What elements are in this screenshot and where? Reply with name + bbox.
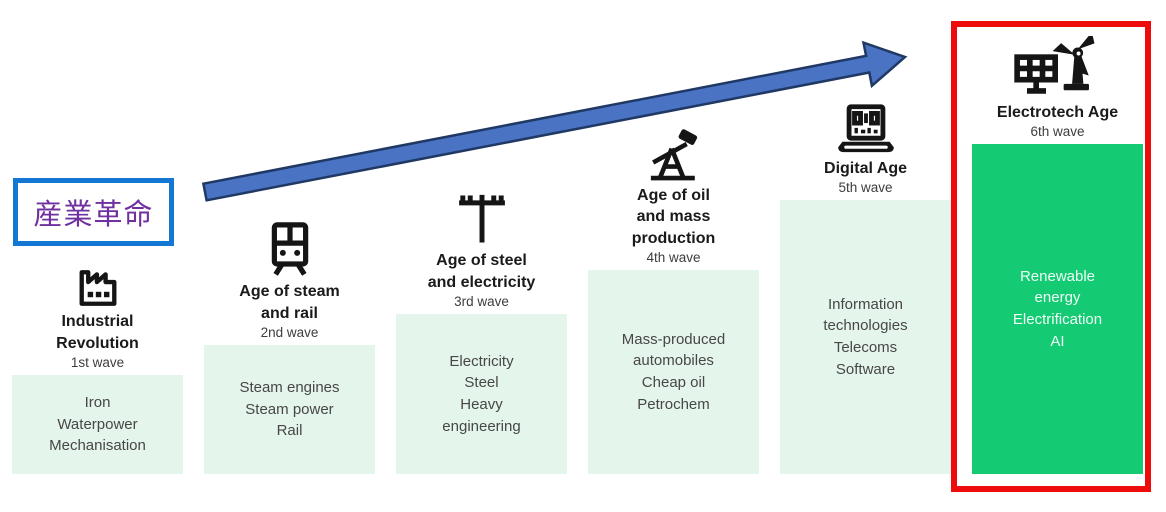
industrial-revolution-label-box: 産業革命	[13, 178, 174, 246]
industrial-revolution-label: 産業革命	[33, 197, 154, 231]
column-title: Industrial Revolution	[56, 313, 139, 352]
column-detail-box: Renewable energy Electrification AI	[972, 144, 1143, 474]
column-title: Age of steel and electricity	[427, 252, 536, 291]
wave-label: 5th wave	[838, 180, 893, 195]
wave-label: 4th wave	[646, 250, 701, 265]
column-1st-wave: Industrial Revolution 1st wave Iron Wate…	[12, 269, 183, 474]
column-detail-box: Mass-produced automobiles Cheap oil Petr…	[588, 270, 759, 474]
wave-label: 3rd wave	[454, 294, 509, 309]
column-3rd-wave: Age of steel and electricity 3rd wave El…	[396, 192, 567, 474]
column-detail-box: Electricity Steel Heavy engineering	[396, 314, 567, 474]
column-2nd-wave: Age of steam and rail 2nd wave Steam eng…	[204, 221, 375, 474]
column-title: Age of steam and rail	[239, 283, 340, 322]
column-title: Age of oil and mass production	[631, 187, 716, 247]
column-4th-wave: Age of oil and mass production 4th wave …	[588, 129, 759, 474]
electricity-pole-icon	[456, 192, 508, 246]
highlight-frame	[951, 21, 1151, 492]
column-detail-box: Information technologies Telecoms Softwa…	[780, 200, 951, 474]
solar-wind-icon	[1012, 35, 1104, 98]
column-detail-box: Iron Waterpower Mechanisation	[12, 375, 183, 474]
factory-icon	[75, 269, 121, 307]
wave-label: 1st wave	[70, 355, 125, 370]
laptop-binary-icon	[837, 103, 895, 154]
column-detail-box: Steam engines Steam power Rail	[204, 345, 375, 474]
wave-label: 6th wave	[1030, 124, 1085, 139]
column-5th-wave: Digital Age 5th wave Information technol…	[780, 103, 951, 474]
column-title: Digital Age	[824, 159, 907, 177]
steam-train-icon	[269, 221, 311, 277]
column-6th-wave: Electrotech Age 6th wave Renewable energ…	[972, 35, 1143, 474]
column-title: Electrotech Age	[996, 103, 1119, 121]
wave-label: 2nd wave	[260, 325, 319, 340]
oil-pumpjack-icon	[647, 129, 701, 181]
